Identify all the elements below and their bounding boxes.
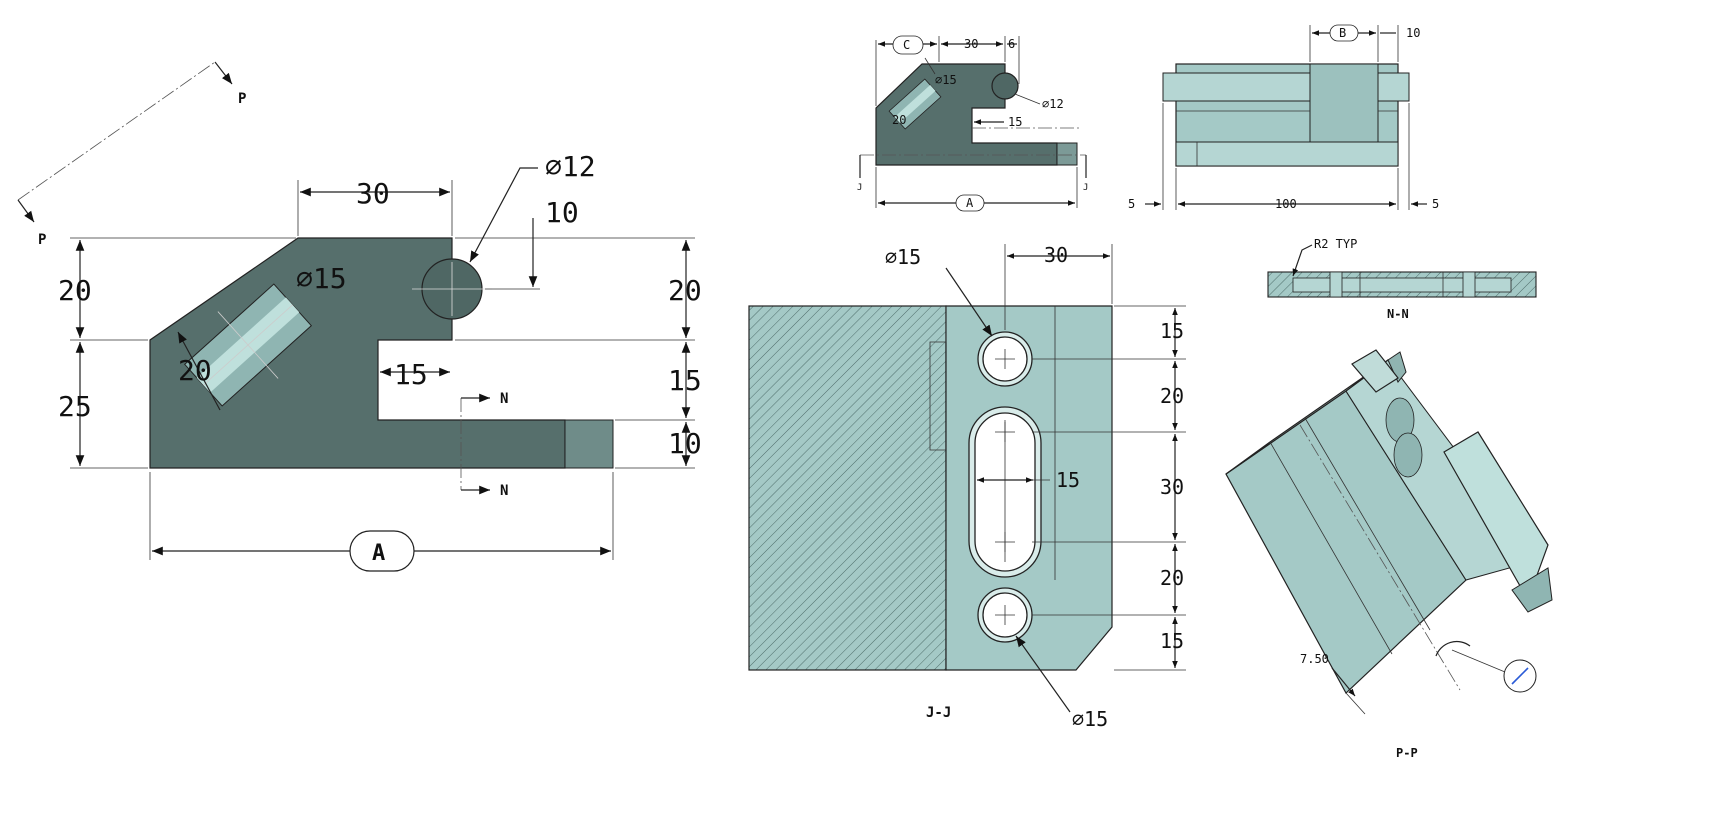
top-dim-100: 100 xyxy=(1275,197,1297,211)
jj-dim-30: 30 xyxy=(1044,243,1068,267)
pp-section-label: P-P xyxy=(1396,746,1418,760)
pp-dim-7-50: 7.50 xyxy=(1300,652,1329,666)
nn-section-label: N-N xyxy=(1387,307,1409,321)
top-dim-B: B xyxy=(1339,26,1346,40)
main-part-body xyxy=(149,237,566,469)
small-section-j-left: J xyxy=(857,183,862,193)
top-dim-5-left: 5 xyxy=(1128,197,1135,211)
section-jj: ∅15 30 15 20 30 20 15 15 ∅15 J-J xyxy=(748,243,1186,731)
main-section-p-left: P xyxy=(38,232,46,248)
main-dim-30: 30 xyxy=(356,177,390,210)
main-dim-dia12: ∅12 xyxy=(545,150,596,183)
jj-dim-dia15-bottom: ∅15 xyxy=(1072,707,1108,731)
main-dim-20-right: 20 xyxy=(668,274,702,307)
main-dim-10-top: 10 xyxy=(545,196,579,229)
small-dim-C: C xyxy=(903,38,910,52)
main-dim-dia15: ∅15 xyxy=(296,262,347,295)
main-dim-20-slot: 20 xyxy=(178,354,212,387)
jj-dim-15-slot: 15 xyxy=(1056,468,1080,492)
jj-dim-20-a: 20 xyxy=(1160,384,1184,408)
section-nn: R2 TYP N-N xyxy=(1267,237,1537,321)
jj-section-label: J-J xyxy=(926,705,951,721)
main-section-n-top: N xyxy=(500,391,508,407)
small-section-j-right: J xyxy=(1083,183,1088,193)
top-view: B 10 5 100 5 xyxy=(1128,24,1439,211)
jj-dim-30-b: 30 xyxy=(1160,475,1184,499)
small-dim-30: 30 xyxy=(964,37,978,51)
small-dim-20: 20 xyxy=(892,113,906,127)
main-dim-25: 25 xyxy=(58,390,92,423)
main-view: 30 ∅12 10 20 25 ∅15 20 15 20 15 10 A xyxy=(17,61,702,572)
jj-dim-20-b: 20 xyxy=(1160,566,1184,590)
main-dim-10-right: 10 xyxy=(668,427,702,460)
small-front-view: C 30 6 ∅15 ∅12 20 15 A J J xyxy=(857,35,1088,212)
main-section-n-bottom: N xyxy=(500,483,508,499)
top-dim-10: 10 xyxy=(1406,26,1420,40)
small-dim-dia12: ∅12 xyxy=(1042,97,1064,111)
top-dim-5-right: 5 xyxy=(1432,197,1439,211)
small-dim-A: A xyxy=(966,196,974,210)
small-dim-15: 15 xyxy=(1008,115,1022,129)
main-part-tail xyxy=(564,419,614,469)
main-dim-20-left: 20 xyxy=(58,274,92,307)
nn-note-r2-typ: R2 TYP xyxy=(1314,237,1357,251)
main-angled-hole xyxy=(183,283,313,407)
main-dim-15-right: 15 xyxy=(668,364,702,397)
main-dim-A: A xyxy=(372,541,385,566)
section-pp: 7.50 P-P xyxy=(1225,349,1553,760)
small-dim-dia15: ∅15 xyxy=(935,73,957,87)
jj-dim-dia15-top: ∅15 xyxy=(885,245,921,269)
jj-dim-15-a: 15 xyxy=(1160,319,1184,343)
main-dim-15-notch: 15 xyxy=(394,358,428,391)
jj-dim-15-b: 15 xyxy=(1160,629,1184,653)
main-section-p-top: P xyxy=(238,91,246,107)
small-dim-6: 6 xyxy=(1008,37,1015,51)
